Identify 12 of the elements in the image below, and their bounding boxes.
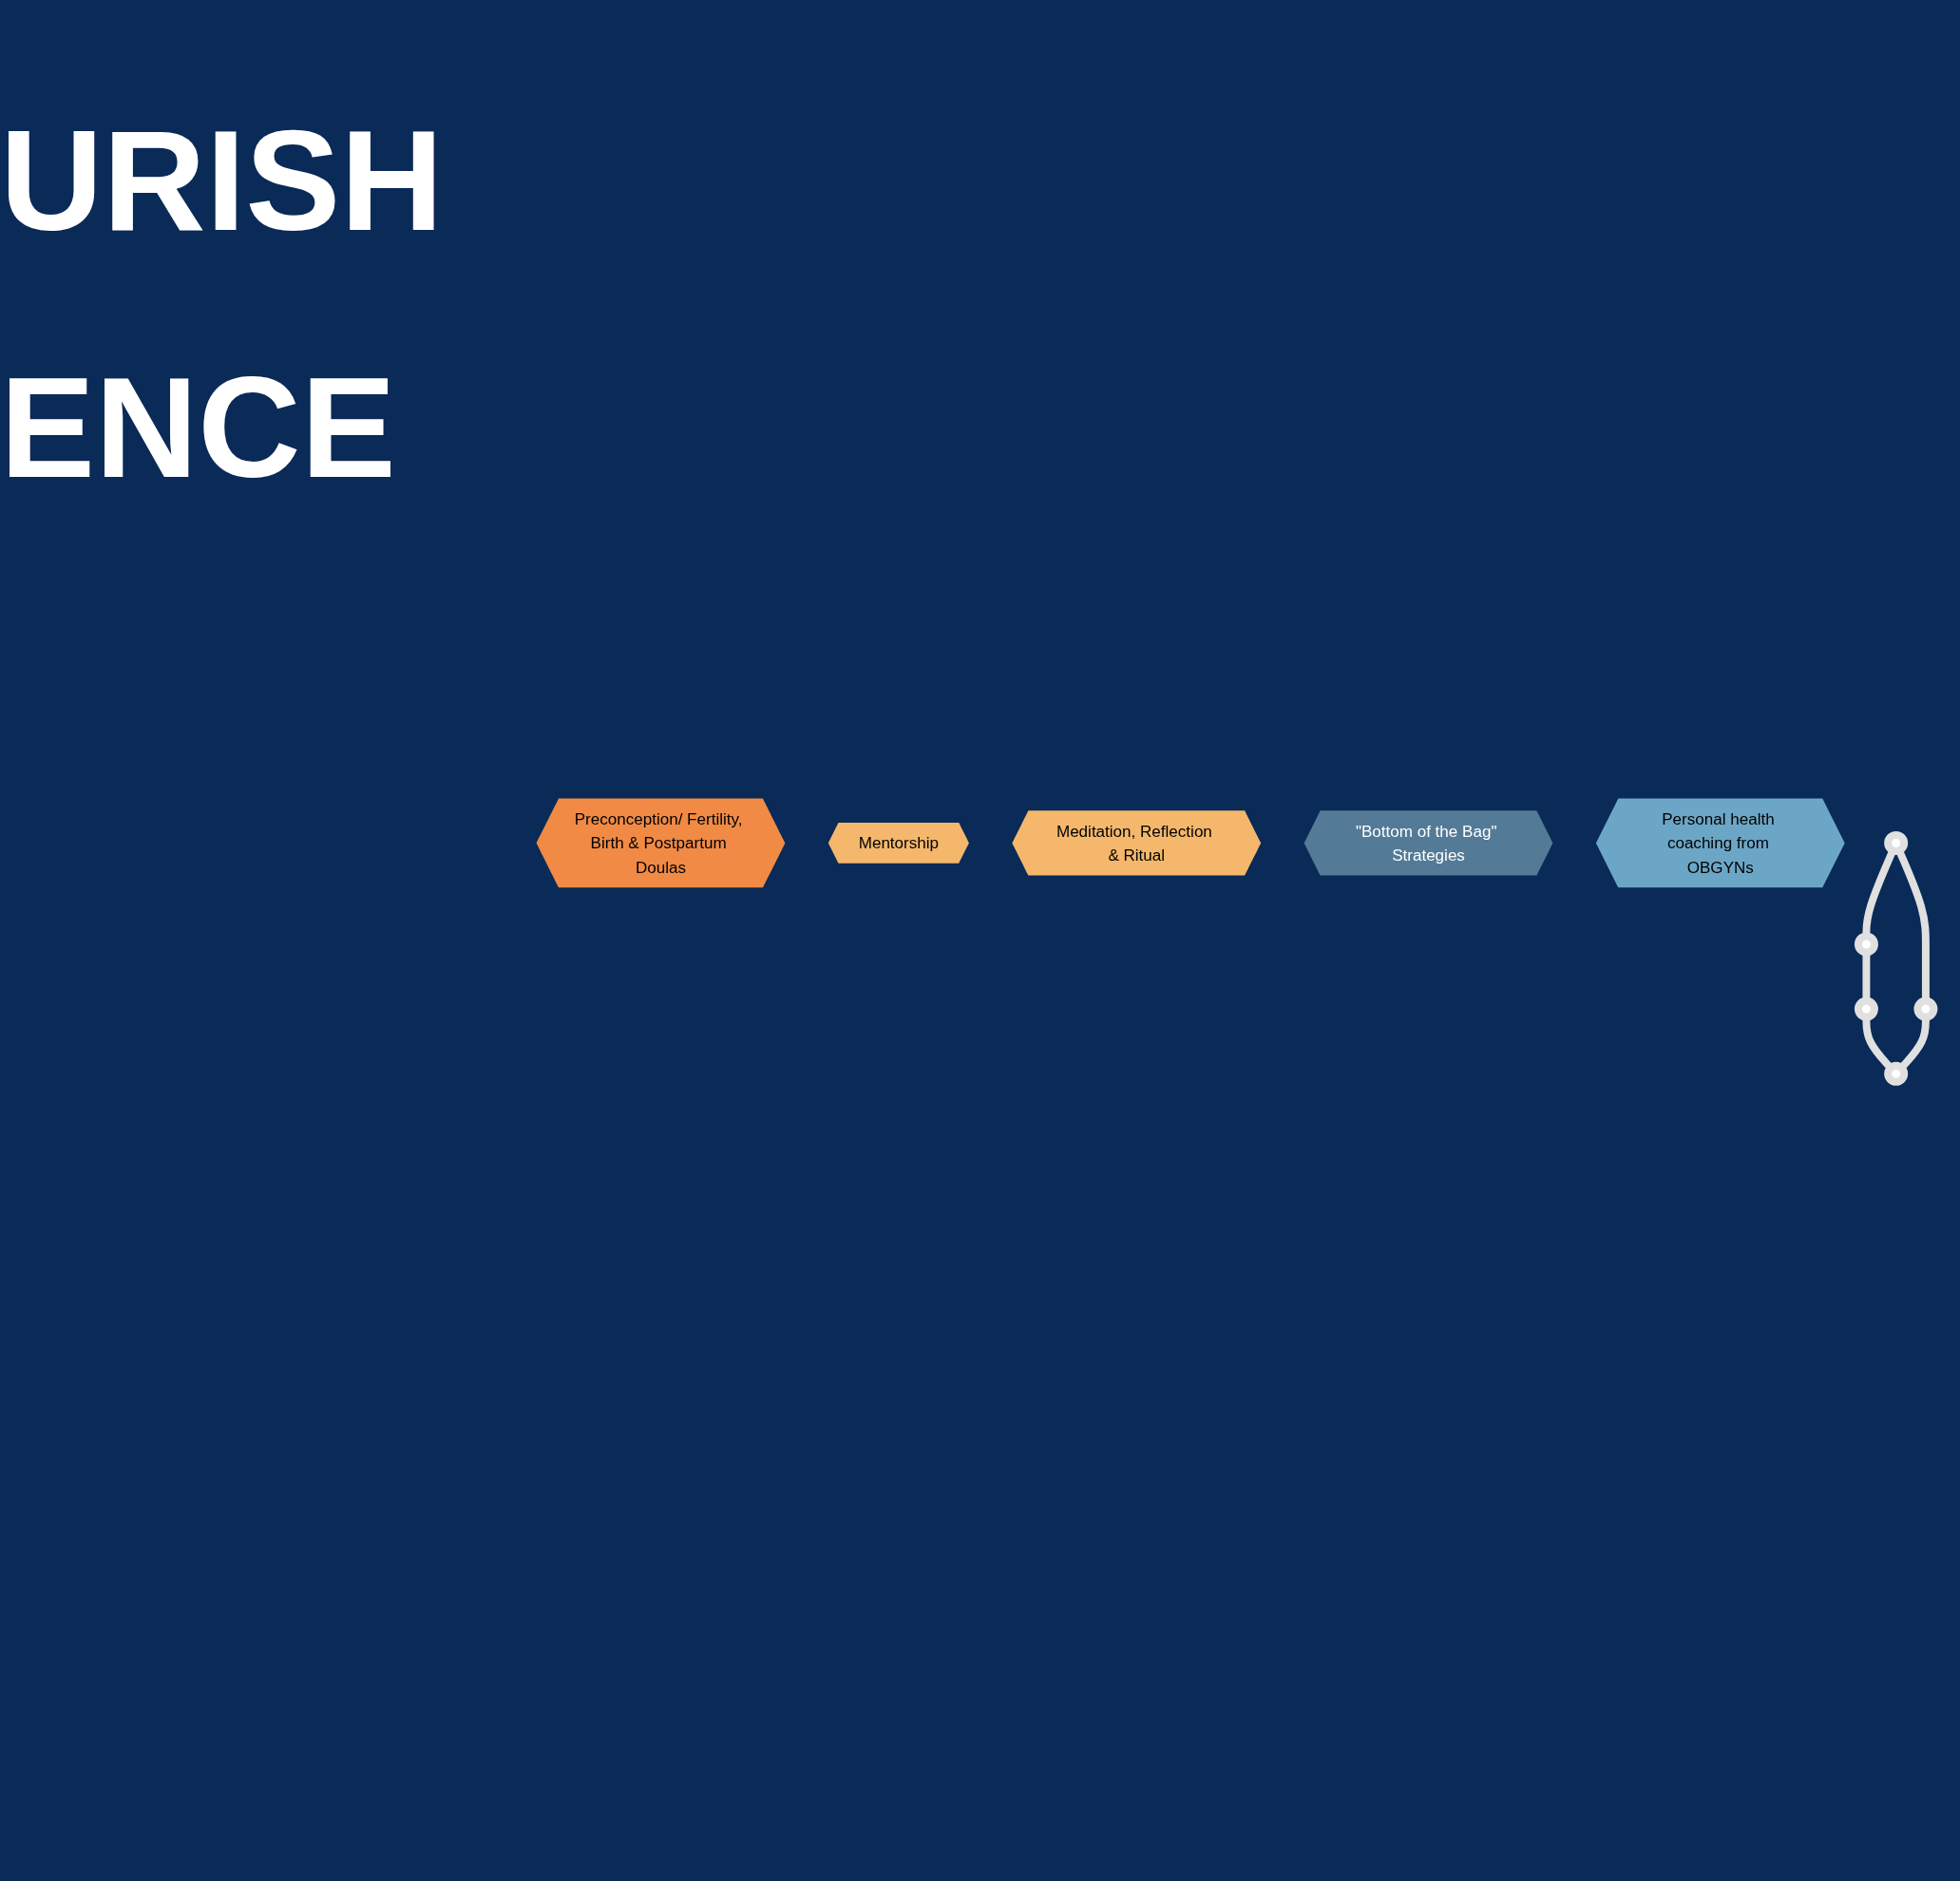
title-text: URISH bbox=[0, 100, 444, 262]
node-box: Mentorship bbox=[828, 823, 969, 864]
node-circle bbox=[1884, 1062, 1909, 1087]
node-circle bbox=[1854, 932, 1878, 957]
node-box: Personal health coaching from OBGYNs bbox=[1595, 798, 1845, 888]
node-box: "Bottom of the Bag" Strategies bbox=[1303, 810, 1553, 876]
node-circle bbox=[1913, 997, 1938, 1021]
node-box: Preconception/ Fertility, Birth & Postpartum Doulas bbox=[536, 798, 786, 888]
title-text: ENCE bbox=[0, 347, 396, 509]
node-box: Meditation, Reflection & Ritual bbox=[1012, 810, 1262, 876]
node-circle bbox=[1884, 831, 1909, 856]
node-circle bbox=[1854, 997, 1878, 1021]
